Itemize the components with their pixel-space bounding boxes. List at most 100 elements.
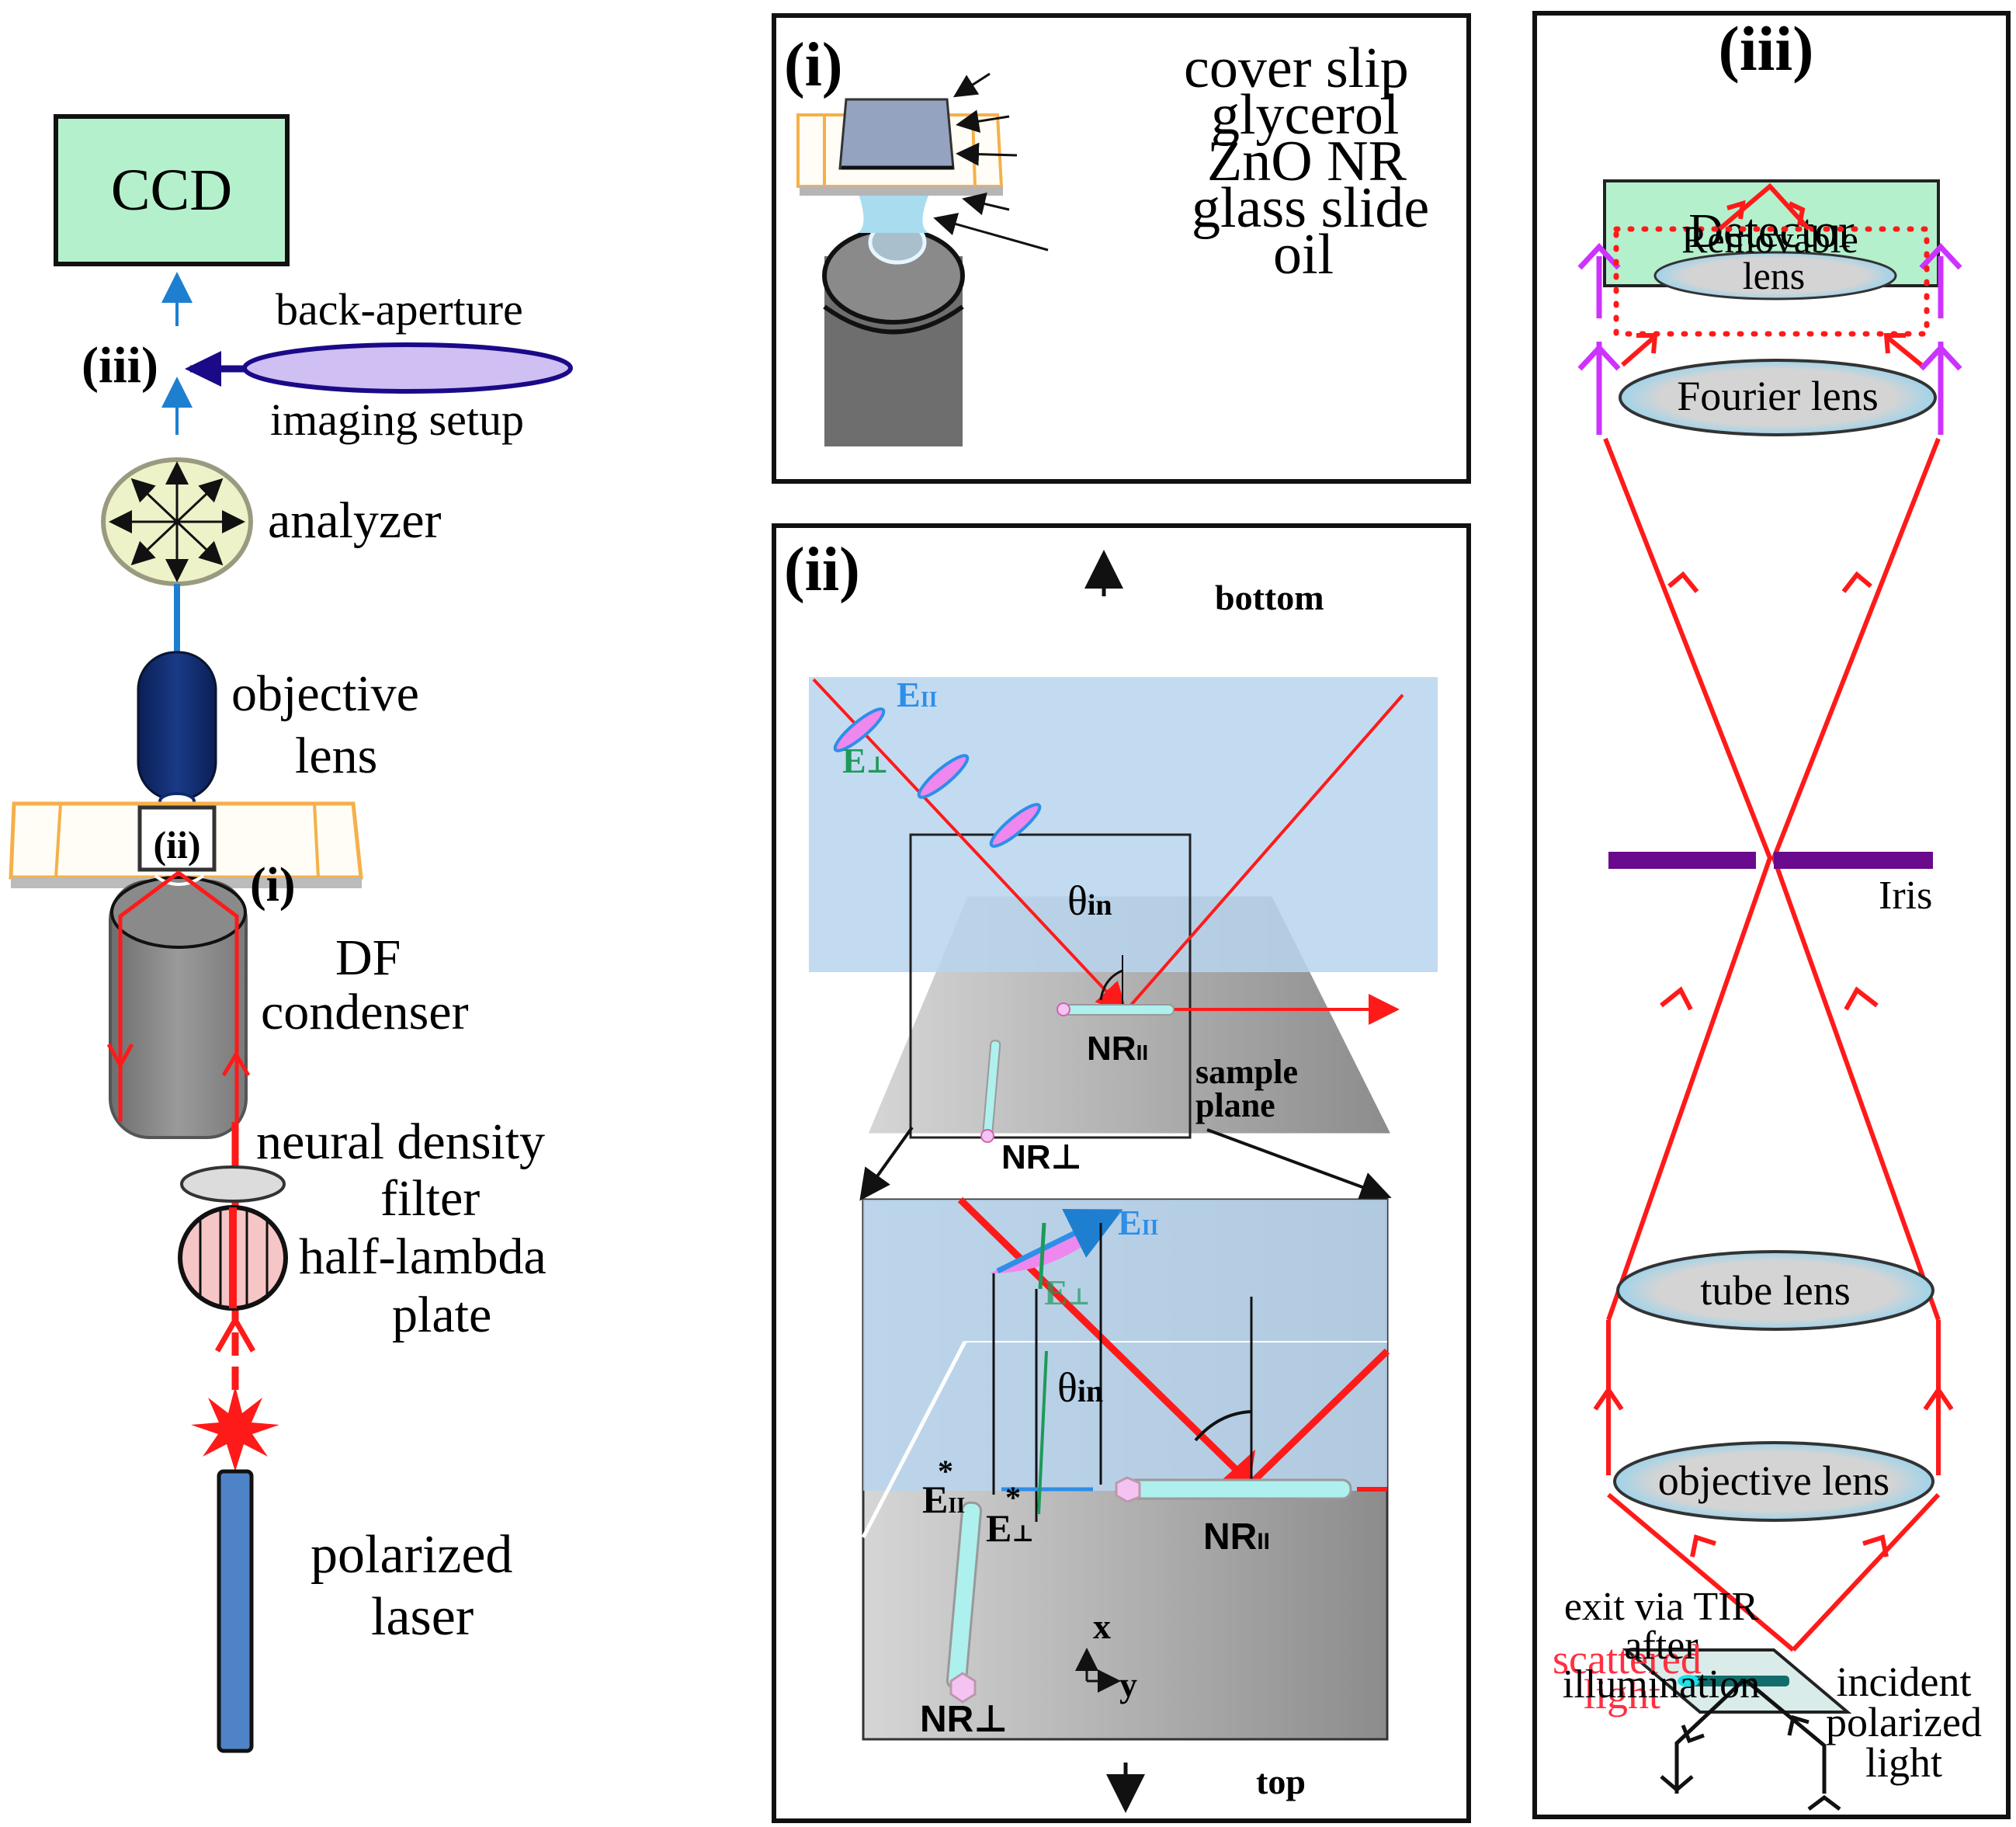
removable-rays [1621, 182, 1923, 367]
theta-label: θin [1067, 877, 1112, 924]
removable-label-2: lens [1743, 254, 1806, 297]
nanorod-iii-tip [1678, 1675, 1699, 1687]
zoomed-inset [861, 1197, 1390, 1741]
removable-lens-dotted-box [1613, 226, 1930, 337]
laser-star-icon [191, 1386, 279, 1471]
top-label: top [1256, 1762, 1306, 1801]
nd-filter-label-2: filter [380, 1170, 480, 1227]
iii-reference: (iii) [82, 337, 158, 394]
oil-drop [858, 192, 930, 233]
reflected-beam [1126, 693, 1404, 1011]
laser-body-icon [217, 1469, 254, 1753]
tube-lens [1616, 1250, 1934, 1331]
e-perp-label: E⊥ [842, 741, 889, 780]
inset-nr-perp-label: NR⊥ [920, 1699, 1008, 1740]
half-lambda-plate-icon [178, 1205, 288, 1311]
axis-y-label: y [1119, 1665, 1137, 1704]
objective-top-icon [822, 220, 965, 446]
theta-arc [1099, 969, 1123, 1001]
objective-lens-label: objective lens [1658, 1457, 1889, 1504]
df-label-1: DF [335, 929, 401, 986]
scattered-label-1: scattered [1553, 1636, 1702, 1683]
polarization-ellipses [833, 707, 1042, 848]
nr-perp-label: NR⊥ [1001, 1138, 1082, 1176]
exit-line-3: illumination [1562, 1662, 1761, 1707]
glass-slide-label: glass slide [1192, 176, 1429, 240]
water-region [809, 677, 1438, 972]
nd-filter-label-1: neural density [256, 1113, 545, 1170]
inset-e-perp-label: E⊥ [1044, 1273, 1091, 1312]
panel-i-label: (i) [784, 31, 843, 99]
nanorod-parallel-tip [1057, 1002, 1070, 1016]
nr-parallel-label: NRII [1087, 1030, 1148, 1068]
e-parallel-star-label: EII [922, 1478, 965, 1521]
incident-line-3: light [1865, 1739, 1942, 1786]
removable-label-1: Removable [1681, 217, 1858, 261]
bottom-label: bottom [1215, 578, 1324, 617]
fourier-lens [1619, 359, 1937, 436]
df-condenser-icon [106, 870, 251, 1139]
ccd-label: CCD [111, 158, 232, 223]
glycerol-label: glycerol [1211, 83, 1399, 147]
nanorod-iii [1681, 1676, 1789, 1686]
half-lambda-label-2: plate [392, 1287, 491, 1343]
incident-line-2: polarized [1826, 1699, 1982, 1745]
axis-x-label: x [1093, 1606, 1111, 1646]
zoom-region-box [909, 833, 1192, 1139]
cover-slip-label: cover slip [1184, 36, 1409, 100]
black-rays [1660, 1679, 1841, 1811]
sample-plane-label-2: plane [1195, 1086, 1275, 1124]
tube-lens-label: tube lens [1700, 1267, 1850, 1314]
zno-label: ZnO NR [1207, 130, 1407, 193]
analyzer-label: analyzer [268, 492, 442, 549]
e-perp-star-label: E⊥ [986, 1506, 1034, 1550]
e-parallel-label: EII [897, 675, 937, 714]
half-lambda-label-1: half-lambda [299, 1228, 547, 1285]
laser-arrowhead [214, 1314, 256, 1353]
inset-theta-label: θin [1057, 1364, 1103, 1411]
nd-filter-icon [180, 1165, 286, 1203]
left-setup: CCD (iii) back-aperture imaging setup an… [9, 114, 573, 1753]
laser-label-1: polarized [311, 1525, 512, 1585]
imaging-setup-label: imaging setup [270, 394, 524, 445]
zoom-leader-left [859, 1126, 914, 1201]
iris-label: Iris [1879, 874, 1932, 918]
ii-reference: (ii) [153, 823, 200, 867]
iris-right [1774, 852, 1933, 869]
zoom-leader-right [1206, 1128, 1392, 1202]
cover-slip-icon [838, 98, 955, 170]
removable-lens [1653, 251, 1897, 300]
inset-e-parallel-label: EII [1118, 1203, 1158, 1242]
back-aperture-label: back-aperture [276, 284, 523, 335]
objective-label-2: lens [295, 728, 377, 784]
exit-line-1: exit via TIR [1563, 1585, 1759, 1629]
exit-line-2: after [1624, 1624, 1699, 1668]
exit-via-tir-label: exit via TIR after illumination [1541, 1585, 1782, 1707]
objective-label-1: objective [231, 665, 419, 722]
panel-ii-label: (ii) [784, 536, 860, 604]
panel-iii: (iii) Detector Removable lens Fourier le… [1532, 11, 2011, 1819]
nanorod-perp-tip [980, 1129, 994, 1143]
e-perp-star: * [1005, 1480, 1021, 1515]
iris-left [1608, 852, 1756, 869]
e-parallel-star: * [938, 1454, 953, 1488]
panel-i-leader-lines [933, 72, 1049, 252]
oil-label: oil [1273, 223, 1334, 287]
back-aperture-lens [242, 342, 573, 394]
panel-i: (i) cover slip glycerol ZnO NR glass sli… [772, 13, 1471, 484]
i-reference: (i) [250, 859, 296, 912]
analyzer-icon [101, 457, 253, 586]
objective-lens-ellipse [1613, 1441, 1934, 1522]
df-label-2: condenser [261, 984, 469, 1040]
scattered-label-2: light [1584, 1671, 1660, 1718]
incident-line-1: incident [1836, 1659, 1972, 1705]
slide-icon [9, 801, 363, 888]
nanorod-parallel [1064, 1004, 1175, 1016]
objective-lens-icon [137, 651, 217, 811]
laser-label-2: laser [371, 1587, 474, 1647]
panel-iii-label: (iii) [1719, 13, 1814, 84]
ccd-box [54, 114, 290, 266]
fourier-label: Fourier lens [1677, 373, 1878, 419]
